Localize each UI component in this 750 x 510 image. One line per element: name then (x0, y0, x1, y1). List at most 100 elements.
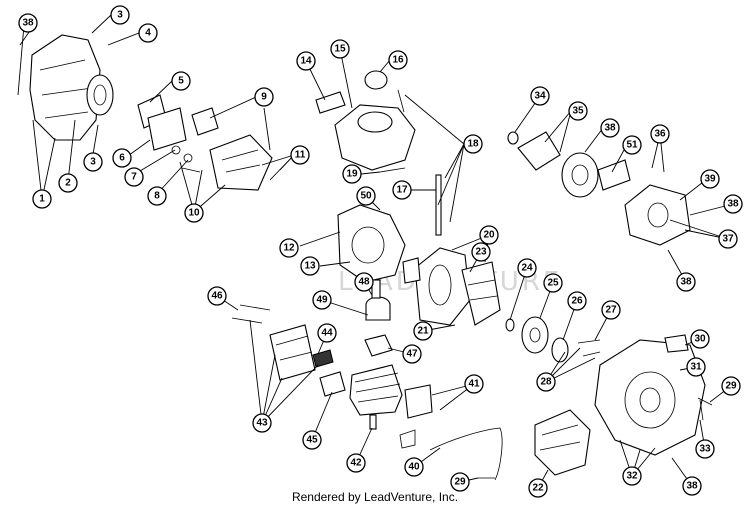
svg-text:51: 51 (626, 140, 638, 151)
svg-text:44: 44 (321, 328, 333, 339)
svg-text:2: 2 (65, 178, 71, 189)
svg-text:10: 10 (188, 208, 200, 219)
callout-34: 34 (530, 86, 550, 106)
svg-text:12: 12 (283, 243, 295, 254)
callout-37: 37 (718, 229, 738, 249)
svg-text:20: 20 (483, 230, 495, 241)
callout-48: 48 (354, 272, 374, 292)
callout-24: 24 (517, 258, 537, 278)
callout-50: 50 (356, 186, 376, 206)
callout-38: 38 (682, 476, 702, 496)
svg-text:38: 38 (686, 481, 698, 492)
svg-text:41: 41 (468, 379, 480, 390)
callout-35: 35 (568, 101, 588, 121)
callout-38: 38 (723, 194, 743, 214)
svg-text:38: 38 (727, 199, 739, 210)
callout-30: 30 (690, 329, 710, 349)
svg-text:33: 33 (699, 444, 711, 455)
svg-text:1: 1 (39, 194, 45, 205)
callout-26: 26 (567, 291, 587, 311)
callout-31: 31 (686, 357, 706, 377)
svg-text:21: 21 (417, 326, 429, 337)
svg-text:45: 45 (306, 435, 318, 446)
callout-10: 10 (184, 203, 204, 223)
callout-14: 14 (296, 51, 316, 71)
svg-text:18: 18 (467, 139, 479, 150)
svg-text:35: 35 (572, 106, 584, 117)
svg-text:7: 7 (131, 172, 137, 183)
svg-text:38: 38 (22, 18, 34, 29)
svg-text:16: 16 (392, 55, 404, 66)
svg-text:11: 11 (295, 150, 306, 161)
callout-29: 29 (450, 472, 470, 492)
callout-3: 3 (83, 152, 103, 172)
svg-text:23: 23 (475, 247, 487, 258)
callout-21: 21 (413, 321, 433, 341)
callout-29: 29 (721, 376, 741, 396)
callout-9: 9 (254, 87, 274, 107)
svg-text:39: 39 (704, 174, 716, 185)
svg-text:31: 31 (690, 362, 702, 373)
part-drawings (29, 34, 713, 481)
svg-text:4: 4 (145, 28, 151, 39)
svg-text:25: 25 (547, 278, 559, 289)
svg-text:38: 38 (604, 123, 616, 134)
callout-11: 11 (290, 145, 310, 165)
svg-text:50: 50 (360, 191, 372, 202)
callout-40: 40 (404, 457, 424, 477)
svg-text:42: 42 (350, 458, 362, 469)
callout-25: 25 (543, 273, 563, 293)
callout-46: 46 (207, 286, 227, 306)
svg-text:8: 8 (154, 191, 160, 202)
callout-19: 19 (342, 164, 362, 184)
svg-text:13: 13 (304, 261, 316, 272)
callout-2: 2 (58, 173, 78, 193)
callout-51: 51 (622, 135, 642, 155)
svg-text:34: 34 (534, 91, 546, 102)
svg-text:28: 28 (540, 377, 552, 388)
leader-lines (17, 14, 734, 489)
callout-4: 4 (138, 23, 158, 43)
svg-text:40: 40 (408, 462, 420, 473)
svg-text:46: 46 (211, 291, 223, 302)
callout-38: 38 (676, 272, 696, 292)
svg-text:3: 3 (117, 10, 123, 21)
svg-text:24: 24 (521, 263, 533, 274)
callout-38: 36 (650, 124, 670, 144)
svg-text:48: 48 (358, 277, 370, 288)
callout-16: 16 (388, 50, 408, 70)
svg-text:37: 37 (722, 234, 734, 245)
callout-17: 17 (392, 180, 412, 200)
svg-text:3: 3 (90, 157, 96, 168)
callout-5: 5 (171, 71, 191, 91)
svg-text:15: 15 (334, 44, 346, 55)
svg-text:49: 49 (316, 295, 328, 306)
callout-39: 39 (700, 169, 720, 189)
svg-text:32: 32 (626, 471, 638, 482)
callout-32: 32 (622, 466, 642, 486)
svg-text:38: 38 (680, 277, 692, 288)
footer-credit: Rendered by LeadVenture, Inc. (291, 490, 459, 504)
callouts: 38 3 4 5 9 14 15 16 34 35 36 38 51 1 2 3… (18, 5, 743, 498)
svg-text:43: 43 (256, 418, 268, 429)
svg-text:17: 17 (396, 185, 408, 196)
callout-36: 38 (600, 118, 620, 138)
svg-text:6: 6 (119, 153, 125, 164)
callout-18: 18 (463, 134, 483, 154)
svg-text:30: 30 (694, 334, 706, 345)
callout-47: 47 (402, 344, 422, 364)
svg-text:36: 36 (654, 129, 666, 140)
callout-12: 12 (279, 238, 299, 258)
callout-27: 27 (601, 300, 621, 320)
callout-42: 42 (346, 453, 366, 473)
svg-text:5: 5 (178, 76, 184, 87)
callout-22: 22 (528, 478, 548, 498)
callout-49: 49 (312, 290, 332, 310)
svg-text:29: 29 (725, 381, 737, 392)
housing-part (29, 34, 101, 141)
svg-text:47: 47 (406, 349, 418, 360)
callout-7: 7 (124, 167, 144, 187)
callout-6: 6 (112, 148, 132, 168)
callout-33: 33 (695, 439, 715, 459)
svg-text:19: 19 (346, 169, 358, 180)
